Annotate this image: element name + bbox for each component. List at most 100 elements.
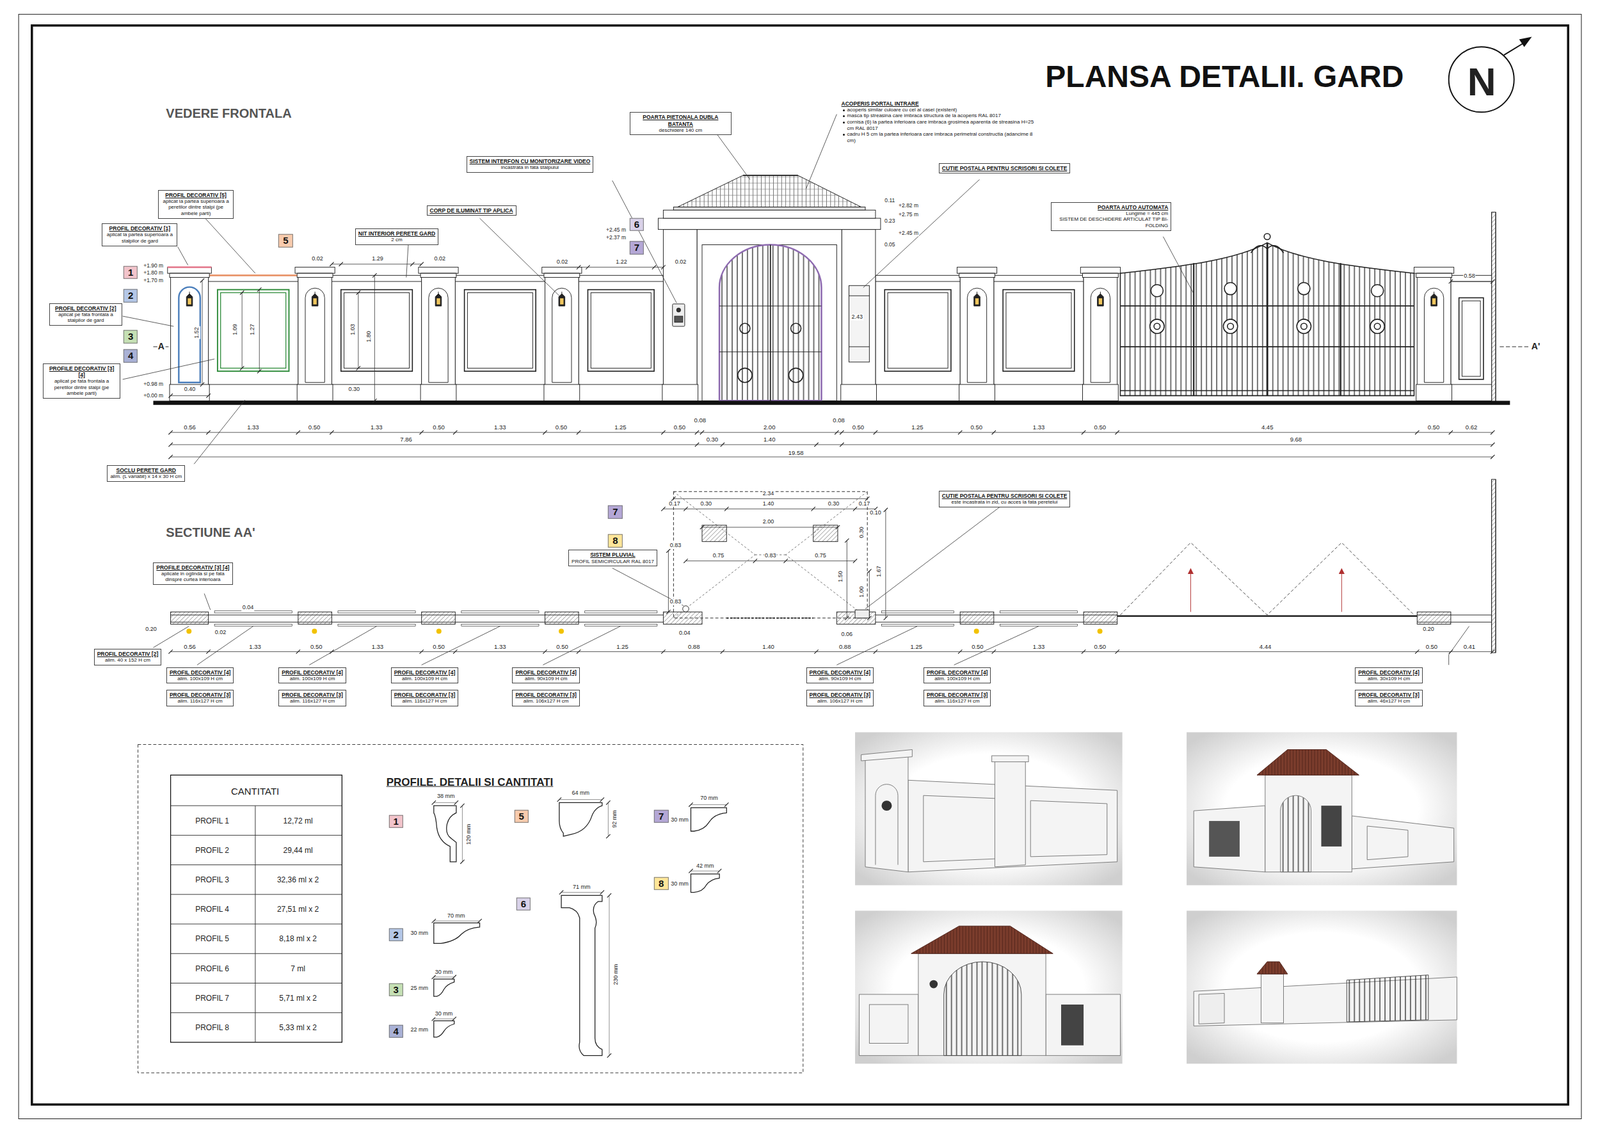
- fence-section: [152, 346, 1529, 653]
- dimension-text: 0.30: [348, 386, 361, 393]
- annotation-title: CORP DE ILUMINAT TIP APLICA: [430, 207, 514, 214]
- dimension-line: [663, 508, 876, 510]
- fence-elevation: [841, 229, 876, 402]
- annotation-box: PROFIL DECORATIV [3]alim. 116x127 H cm: [923, 689, 992, 707]
- fence-elevation: [719, 305, 822, 307]
- dimension-text: 1.33: [369, 424, 384, 431]
- annotation-title: PROFIL DECORATIV [3]: [515, 691, 577, 699]
- dimension-text: 230 mm: [613, 963, 620, 986]
- fence-elevation: [1264, 233, 1271, 240]
- render-view: [992, 755, 1029, 763]
- fence-section: [298, 611, 333, 624]
- dimension-line: [201, 280, 203, 385]
- annotation-title: SISTEM INTERFON CU MONITORIZARE VIDEO: [469, 158, 591, 165]
- dimension-line: [462, 805, 463, 863]
- annotation-box: PROFIL DECORATIV [2]aplicat pe fata fron…: [49, 303, 123, 326]
- annotation-title: PROFILE DECORATIV [3] [4]: [156, 564, 230, 571]
- fence-section: [875, 622, 1118, 623]
- fence-section: [584, 624, 658, 626]
- fence-elevation: [1450, 384, 1492, 385]
- dimension-text: 0.50: [1427, 424, 1441, 431]
- dimension-line: [673, 498, 868, 500]
- annotation-title: CUTIE POSTALA PENTRU SCRISORI SI COLETE: [942, 492, 1068, 500]
- table-cell: 12,72 ml: [282, 817, 314, 826]
- profiles-panel: [170, 864, 343, 866]
- fence-elevation: [849, 346, 870, 347]
- fence-elevation: [956, 267, 997, 402]
- dimension-text: 0.88: [838, 643, 852, 651]
- leader-line: [1162, 236, 1194, 294]
- annotation-box: PROFIL DECORATIV [2]alim. 40 x 152 H cm: [94, 648, 162, 666]
- fence-elevation: [673, 207, 866, 211]
- fence-elevation: [884, 289, 952, 372]
- fence-elevation: [217, 289, 290, 372]
- dimension-line: [357, 292, 359, 368]
- fence-elevation: [1296, 319, 1311, 334]
- fence-section: [785, 491, 868, 555]
- fence-elevation: [788, 368, 803, 383]
- annotation-title: CUTIE POSTALA PENTRU SCRISORI SI COLETE: [942, 165, 1068, 172]
- fence-elevation: [169, 273, 210, 278]
- fence-elevation: [1150, 284, 1163, 297]
- dimension-text: 70 mm: [446, 913, 466, 920]
- fence-elevation: [455, 384, 545, 385]
- annotation-text: masca tip streasina care imbraca structu…: [841, 112, 1041, 120]
- annotation-title: PROFIL DECORATIV [2]: [97, 650, 159, 658]
- render-view: [1351, 816, 1454, 870]
- dimension-text: 0.02: [214, 629, 228, 637]
- callout-number: 1: [123, 265, 138, 280]
- fence-elevation: [178, 287, 200, 383]
- render-view: [858, 994, 918, 1056]
- annotation-text: incastrata in fata stalpului: [469, 164, 591, 171]
- annotation-text: Lungime = 445 cm: [1054, 210, 1168, 217]
- dimension-line: [685, 560, 856, 562]
- annotation-title: PROFIL DECORATIV [3]: [281, 691, 344, 699]
- annotation-box: PROFIL DECORATIV [4]alim. 100x109 H cm: [166, 667, 235, 685]
- callout-number: 1: [388, 814, 403, 829]
- fence-elevation: [791, 323, 802, 334]
- annotation-text: alim. 116x127 H cm: [926, 698, 989, 705]
- annotation-text: aplicat la partea superioara a stalpilor…: [104, 231, 175, 244]
- annotation-text: alim. 116x127 H cm: [281, 698, 344, 705]
- leader-line: [193, 400, 246, 464]
- annotation-text: aplicat la partea superioara a peretilor…: [161, 198, 231, 217]
- table-cell: PROFIL 5: [194, 935, 230, 944]
- dimension-text: 0.10: [869, 510, 882, 517]
- annotation-box: NIT INTERIOR PERETE GARD2 cm: [355, 228, 439, 246]
- render-view: [918, 953, 1046, 1056]
- fence-elevation: [578, 280, 664, 282]
- dimension-text: 0.17: [668, 501, 681, 508]
- leader-line: [122, 114, 1470, 666]
- fence-elevation: [208, 280, 299, 282]
- fence-section: [881, 611, 955, 614]
- dimension-line: [608, 802, 609, 837]
- annotation-box: PROFIL DECORATIV [4]alim. 100x109 H cm: [923, 667, 992, 685]
- dimension-text: 1.40: [762, 436, 777, 443]
- annotation-text: deschidere 140 cm: [632, 127, 729, 134]
- fence-elevation: [167, 267, 212, 274]
- annotation-box: ACOPERIS PORTAL INTRAREacoperis similar …: [839, 99, 1044, 146]
- annotation-box: PROFIL DECORATIV [3]alim. 116x127 H cm: [278, 689, 347, 707]
- leader-line: [714, 130, 751, 180]
- dimension-text: 0.02: [556, 259, 569, 266]
- annotation-text: cornisa (6) la partea inferioara care im…: [841, 119, 1041, 132]
- fence-elevation: [1192, 263, 1195, 396]
- dimension-text: 1.22: [615, 259, 628, 266]
- fence-elevation: [208, 384, 299, 385]
- render-view: [1256, 749, 1359, 776]
- dimension-text: 1.40: [761, 643, 776, 651]
- profile-section: [559, 802, 603, 837]
- table-cell: 27,51 ml x 2: [276, 906, 320, 915]
- dimension-text: 1.25: [910, 424, 925, 431]
- fence-elevation: [663, 229, 697, 402]
- dimension-line: [869, 571, 870, 619]
- annotation-box: PROFIL DECORATIV [4]alim. 90x109 H cm: [512, 667, 580, 685]
- fence-elevation: [1461, 300, 1481, 377]
- fence-section: [558, 629, 564, 635]
- annotation-text: SISTEM DE DESCHIDERE ARTICULAT TIP BI-FO…: [1054, 216, 1168, 229]
- fence-section: [726, 617, 813, 619]
- fence-section: [1120, 542, 1414, 616]
- fence-elevation: [1495, 212, 1497, 404]
- render-view: [855, 732, 1457, 1064]
- fence-elevation: [1002, 289, 1075, 372]
